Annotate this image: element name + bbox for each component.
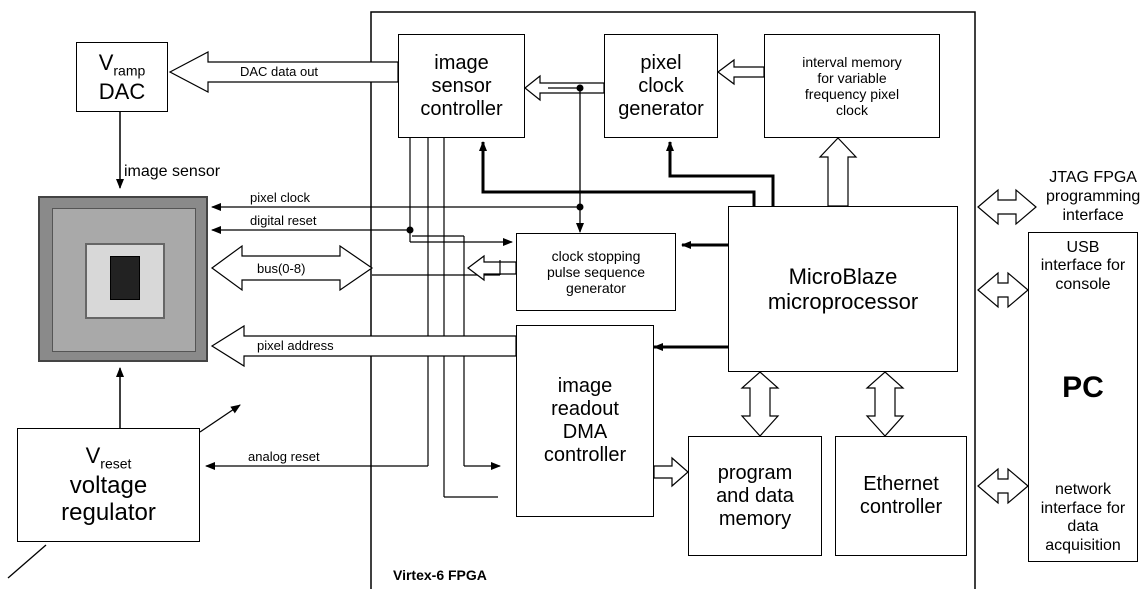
- vramp-dac-box: Vramp DAC: [76, 42, 168, 112]
- microblaze-box: MicroBlaze microprocessor: [728, 206, 958, 372]
- vreset-regulator-box: Vreset voltage regulator: [17, 428, 200, 542]
- image-sensor-controller-box: image sensor controller: [398, 34, 525, 138]
- jtag-arrow: [977, 188, 1037, 226]
- dac-data-out-label: DAC data out: [240, 64, 319, 79]
- digital-reset-label: digital reset: [250, 213, 317, 228]
- pixel-address-label: pixel address: [257, 338, 334, 353]
- bus-arrow: [210, 244, 374, 292]
- mb-memory-arrow: [740, 371, 780, 437]
- interval-memory-box: interval memory for variable frequency p…: [764, 34, 940, 138]
- fpga-outline: [370, 11, 976, 589]
- mb-to-interval-arrow: [818, 137, 858, 207]
- program-data-memory-box: program and data memory: [688, 436, 822, 556]
- pixel-clock-generator-box: pixel clock generator: [604, 34, 718, 138]
- clock-stopping-box: clock stopping pulse sequence generator: [516, 233, 676, 311]
- interval-to-pixelclk-arrow: [717, 58, 765, 86]
- usb-arrow: [977, 271, 1029, 309]
- bus-label: bus(0-8): [257, 261, 306, 276]
- ethernet-controller-box: Ethernet controller: [835, 436, 967, 556]
- image-sensor-label: image sensor: [124, 163, 221, 180]
- network-arrow: [977, 467, 1029, 505]
- analog-reset-label: analog reset: [248, 449, 320, 464]
- dma-memory-arrow: [653, 456, 689, 488]
- fpga-label: Virtex-6 FPGA: [393, 567, 487, 583]
- sensor-array: [110, 256, 140, 300]
- image-sensor-chip: [38, 196, 208, 362]
- clockstop-out-arrow: [467, 254, 517, 282]
- pc-title: PC: [1062, 370, 1104, 404]
- image-readout-dma-box: image readout DMA controller: [516, 325, 654, 517]
- mb-ethernet-arrow: [865, 371, 905, 437]
- pixel-clock-label: pixel clock: [250, 190, 310, 205]
